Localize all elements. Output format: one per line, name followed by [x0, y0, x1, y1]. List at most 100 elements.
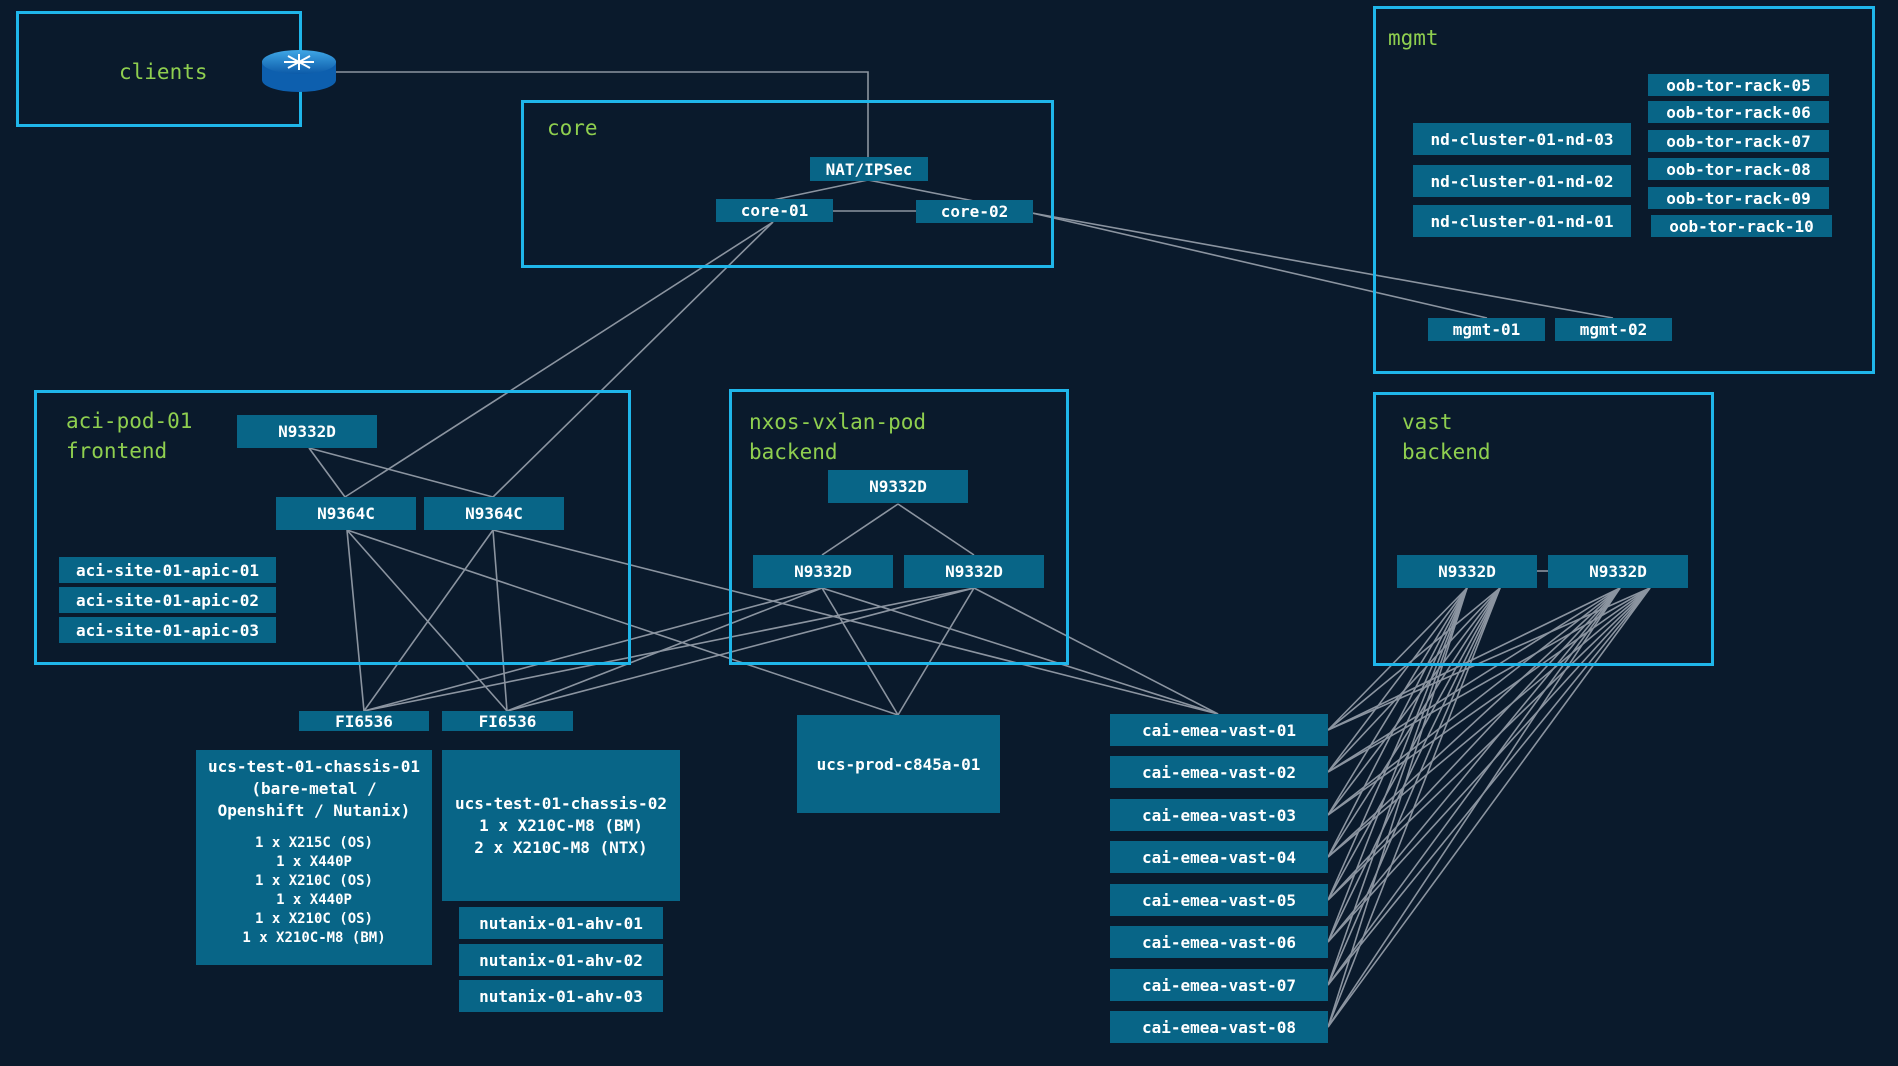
node-cai-emea-vast-01[interactable]: cai-emea-vast-01 — [1110, 714, 1328, 746]
node-ucs-prod-c845a-01[interactable]: ucs-prod-c845a-01 — [797, 715, 1000, 813]
node-ucs-test-01-chassis-02[interactable]: ucs-test-01-chassis-02 1 x X210C-M8 (BM)… — [442, 750, 680, 901]
link-vast-switch-4-node-5 — [1327, 587, 1651, 901]
node-oob-tor-rack-07[interactable]: oob-tor-rack-07 — [1648, 130, 1829, 152]
node-cai-emea-vast-02[interactable]: cai-emea-vast-02 — [1110, 756, 1328, 788]
node-cai-emea-vast-07[interactable]: cai-emea-vast-07 — [1110, 969, 1328, 1001]
link-nat-core01 — [772, 179, 869, 201]
link-spine-leaf2 — [308, 447, 494, 498]
link-nxspine-leaf2 — [897, 503, 975, 556]
link-vast-switch-4-node-1 — [1327, 587, 1651, 731]
node-ucs-test-01-chassis-01[interactable]: ucs-test-01-chassis-01 (bare-metal / Ope… — [196, 750, 432, 965]
link-spine-leaf1 — [308, 447, 346, 498]
node-aci-spine-n9332d[interactable]: N9332D — [237, 415, 377, 448]
node-aci-site-01-apic-03[interactable]: aci-site-01-apic-03 — [59, 617, 276, 643]
link-core02-mgmt01 — [1031, 212, 1488, 319]
group-label: mgmt — [1388, 26, 1439, 50]
link-nat-core02 — [867, 179, 975, 202]
link-vast-switch-3-node-2 — [1327, 587, 1621, 773]
link-vast-switch-1-node-6 — [1327, 587, 1468, 943]
link-nxleaf2-fi1 — [363, 587, 975, 712]
link-nxleaf1-fi1 — [363, 587, 823, 712]
vast-storage-links — [1327, 587, 1651, 1028]
link-vast-switch-2-node-6 — [1327, 587, 1501, 943]
link-vast-switch-4-node-8 — [1327, 587, 1651, 1028]
link-vast-switch-2-node-3 — [1327, 587, 1501, 816]
link-vast-switch-4-node-7 — [1327, 587, 1651, 986]
link-vast-switch-2-node-2 — [1327, 587, 1501, 773]
link-leaf1-fi1 — [346, 529, 365, 712]
node-nxos-leaf-n9332d-1[interactable]: N9332D — [753, 555, 893, 588]
node-fi6536-1[interactable]: FI6536 — [299, 711, 429, 731]
node-aci-site-01-apic-02[interactable]: aci-site-01-apic-02 — [59, 587, 276, 613]
link-vast-switch-1-node-2 — [1327, 587, 1468, 773]
link-nxleaf2-vast01 — [973, 587, 1219, 715]
node-aci-leaf-n9364c-2[interactable]: N9364C — [424, 497, 564, 530]
link-nxleaf1-fi2 — [506, 587, 823, 712]
group-vast: vast backend — [1373, 392, 1714, 666]
node-cai-emea-vast-08[interactable]: cai-emea-vast-08 — [1110, 1011, 1328, 1043]
group-label: vast backend — [1402, 410, 1491, 464]
group-aci-pod: aci-pod-01 frontend — [34, 390, 631, 665]
group-label: nxos-vxlan-pod backend — [749, 410, 927, 464]
group-core: core — [521, 100, 1054, 268]
link-vast-switch-1-node-1 — [1327, 587, 1468, 731]
link-nxleaf2-ucsprod — [897, 587, 975, 716]
group-label: core — [547, 116, 598, 140]
node-cai-emea-vast-04[interactable]: cai-emea-vast-04 — [1110, 841, 1328, 873]
link-vast-switch-4-node-3 — [1327, 587, 1651, 816]
chassis-01-title: ucs-test-01-chassis-01 (bare-metal / Ope… — [208, 757, 420, 820]
link-leaf1-ucsprod — [346, 529, 899, 716]
node-oob-tor-rack-09[interactable]: oob-tor-rack-09 — [1648, 187, 1829, 209]
link-leaf1-fi2 — [346, 529, 508, 712]
router-icon[interactable] — [260, 48, 338, 94]
node-oob-tor-rack-05[interactable]: oob-tor-rack-05 — [1648, 74, 1829, 96]
node-nutanix-01-ahv-03[interactable]: nutanix-01-ahv-03 — [459, 980, 663, 1012]
link-vast-switch-3-node-6 — [1327, 587, 1621, 943]
node-nutanix-01-ahv-02[interactable]: nutanix-01-ahv-02 — [459, 944, 663, 976]
node-cai-emea-vast-03[interactable]: cai-emea-vast-03 — [1110, 799, 1328, 831]
link-vast-switch-1-node-7 — [1327, 587, 1468, 986]
node-oob-tor-rack-10[interactable]: oob-tor-rack-10 — [1651, 215, 1832, 237]
link-vast-switch-1-node-5 — [1327, 587, 1468, 901]
node-cai-emea-vast-05[interactable]: cai-emea-vast-05 — [1110, 884, 1328, 916]
node-cai-emea-vast-06[interactable]: cai-emea-vast-06 — [1110, 926, 1328, 958]
node-nxos-leaf-n9332d-2[interactable]: N9332D — [904, 555, 1044, 588]
group-nxos-vxlan-pod: nxos-vxlan-pod backend — [729, 389, 1069, 665]
node-vast-n9332d-1[interactable]: N9332D — [1397, 555, 1537, 588]
link-leaf2-vast01 — [492, 529, 1219, 715]
group-label: aci-pod-01 frontend — [66, 409, 193, 463]
link-vast-switch-2-node-7 — [1327, 587, 1501, 986]
link-vast-switch-2-node-5 — [1327, 587, 1501, 901]
node-core-01[interactable]: core-01 — [716, 199, 833, 222]
link-nxleaf1-ucsprod — [821, 587, 899, 716]
link-vast-switch-1-node-8 — [1327, 587, 1468, 1028]
link-vast-switch-3-node-7 — [1327, 587, 1621, 986]
link-vast-switch-1-node-4 — [1327, 587, 1468, 858]
link-leaf2-fi1 — [363, 529, 494, 712]
node-nat-ipsec[interactable]: NAT/IPSec — [810, 157, 928, 181]
link-vast-switch-4-node-2 — [1327, 587, 1651, 773]
node-nd-cluster-01-nd-03[interactable]: nd-cluster-01-nd-03 — [1413, 123, 1631, 155]
link-core02-mgmt02 — [1031, 212, 1614, 319]
node-aci-leaf-n9364c-1[interactable]: N9364C — [276, 497, 416, 530]
node-core-02[interactable]: core-02 — [916, 200, 1033, 223]
node-vast-n9332d-2[interactable]: N9332D — [1548, 555, 1688, 588]
group-label: clients — [119, 60, 208, 84]
node-fi6536-2[interactable]: FI6536 — [442, 711, 573, 731]
link-vast-switch-2-node-8 — [1327, 587, 1501, 1028]
link-nxleaf2-fi2 — [506, 587, 975, 712]
link-vast-switch-4-node-4 — [1327, 587, 1651, 858]
link-nxleaf1-vast01 — [821, 587, 1219, 715]
node-oob-tor-rack-06[interactable]: oob-tor-rack-06 — [1648, 101, 1829, 123]
node-mgmt-01[interactable]: mgmt-01 — [1428, 318, 1545, 341]
node-mgmt-02[interactable]: mgmt-02 — [1555, 318, 1672, 341]
link-vast-switch-3-node-8 — [1327, 587, 1621, 1028]
node-nxos-spine-n9332d[interactable]: N9332D — [828, 470, 968, 503]
node-nutanix-01-ahv-01[interactable]: nutanix-01-ahv-01 — [459, 907, 663, 939]
link-router-nat — [336, 71, 869, 160]
node-nd-cluster-01-nd-01[interactable]: nd-cluster-01-nd-01 — [1413, 205, 1631, 237]
node-oob-tor-rack-08[interactable]: oob-tor-rack-08 — [1648, 158, 1829, 180]
node-nd-cluster-01-nd-02[interactable]: nd-cluster-01-nd-02 — [1413, 165, 1631, 197]
node-aci-site-01-apic-01[interactable]: aci-site-01-apic-01 — [59, 557, 276, 583]
